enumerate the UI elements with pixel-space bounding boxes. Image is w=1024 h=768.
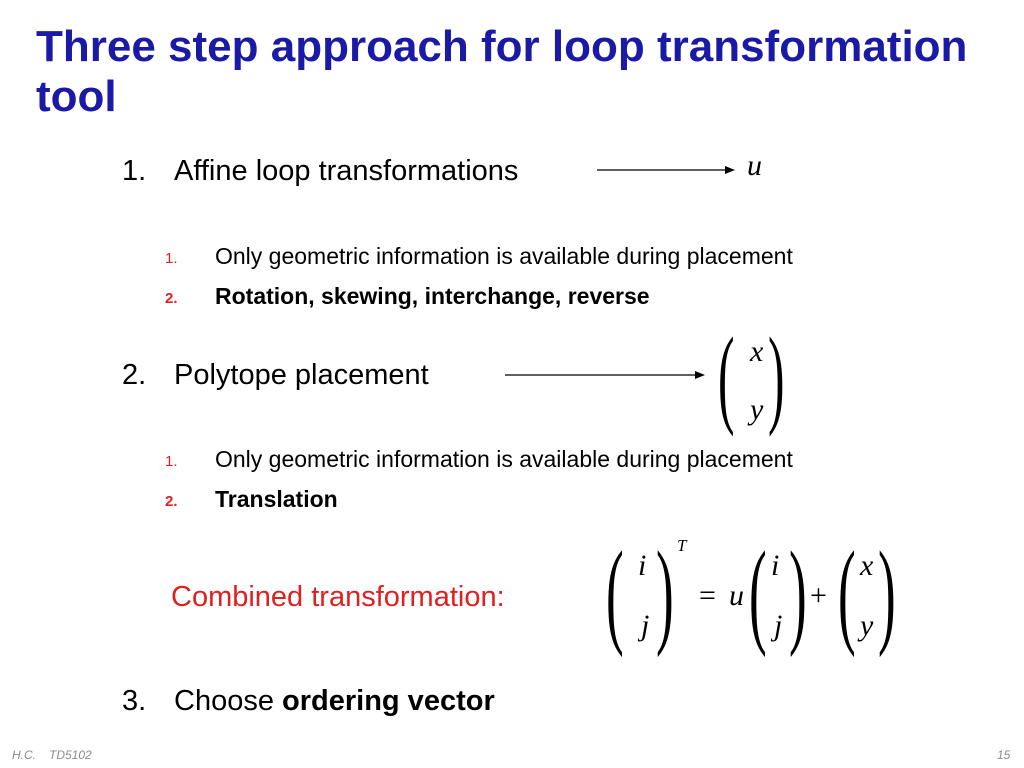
step-2-label: Polytope placement [174,359,429,391]
step-2-vector-left-paren: ( [718,315,735,437]
step-1-subitem-1-text: Only geometric information is available … [215,243,793,269]
step-3-number: 3. [122,685,147,717]
footer-page-number: 15 [997,748,1011,762]
combined-coef-u: u [729,579,744,612]
step-1-label: Affine loop transformations [174,155,519,187]
step-1-arrow-icon [597,166,735,174]
step-1-number: 1. [122,155,147,187]
combined-transformation-label: Combined transformation: [171,581,505,613]
combined-lhs-j: j [641,609,650,642]
step-2-subitem-1-text: Only geometric information is available … [215,446,793,472]
step-3-label: Choose ordering vector [174,684,495,718]
step-1-subitem-1-number: 1. [165,250,178,267]
step-2-arrow-icon [505,371,705,379]
step-1-subitem-2-text: Rotation, skewing, interchange, reverse [215,283,650,309]
footer-course: TD5102 [49,748,92,762]
step-3-label-plain: Choose [174,685,283,717]
combined-rhs1-right-paren: ) [789,527,807,658]
step-1-math-u: u [747,149,762,182]
step-3-label-bold: ordering vector [282,685,495,717]
combined-equals: = [699,579,716,612]
combined-rhs1-j: j [774,609,783,642]
combined-lhs-left-paren: ( [606,527,624,658]
slide-title: Three step approach for loop transformat… [36,22,968,121]
step-2-subitem-2-text: Translation [215,486,338,512]
combined-transpose-superscript: T [677,536,687,555]
step-2-vector-y: y [750,393,764,426]
step-2-number: 2. [122,359,147,391]
combined-rhs2-x: x [860,549,874,582]
combined-rhs1-left-paren: ( [749,527,767,658]
combined-lhs-i: i [638,549,647,582]
step-2-subitem-1-number: 1. [165,453,178,470]
footer-author: H.C. [12,748,36,762]
combined-rhs2-left-paren: ( [838,527,856,658]
step-1-subitem-2-number: 2. [165,290,178,307]
step-2-subitem-2-number: 2. [165,493,178,510]
step-2-vector-x: x [750,335,764,368]
combined-rhs2-right-paren: ) [878,527,896,658]
combined-rhs2-y: y [860,609,874,642]
combined-lhs-right-paren: ) [656,527,674,658]
combined-plus: + [810,579,827,612]
combined-rhs1-i: i [771,549,780,582]
step-2-vector-right-paren: ) [768,315,785,437]
